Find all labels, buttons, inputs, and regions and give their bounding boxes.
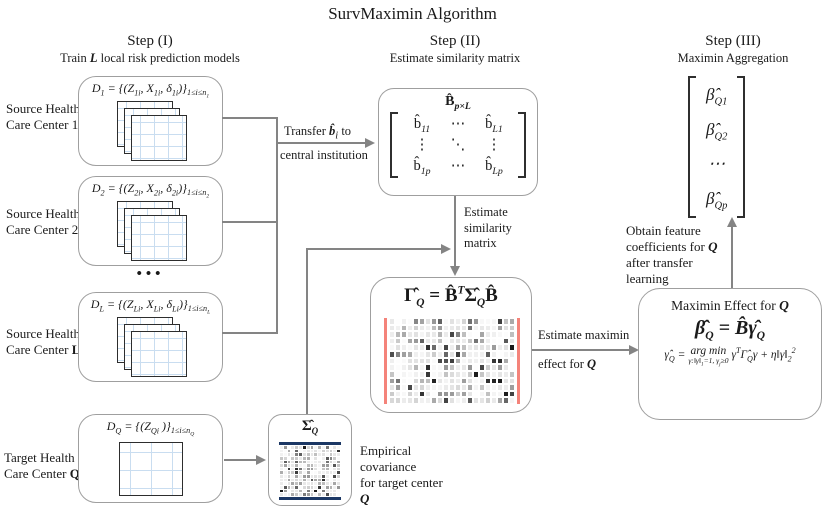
- arrowhead-icon: [727, 217, 737, 227]
- step3-title: Step (III): [705, 33, 761, 49]
- connector-line: [276, 142, 366, 144]
- argmin-rhs: γTΓ̂Qγ + η‖γ‖22: [731, 346, 796, 364]
- arrowhead-icon: [629, 345, 639, 355]
- connector-line: [454, 196, 456, 267]
- data-sheet-stack: [117, 317, 193, 381]
- step1-title: Step (I): [127, 33, 173, 49]
- gamma-heatmap-frame: [384, 318, 520, 404]
- source-box-2: D2 = {(Z2i, X2i, δ2i)}1≤i≤n2: [78, 176, 223, 266]
- arrowhead-icon: [450, 266, 460, 276]
- connector-line: [532, 349, 630, 351]
- step2-title: Step (II): [429, 33, 481, 49]
- step2-header: Step (II) Estimate similarity matrix: [335, 33, 575, 66]
- transfer-label-1: Transfer b̂i to: [284, 124, 352, 142]
- connector-line: [276, 117, 278, 334]
- data-sheet: [131, 215, 187, 261]
- arrowhead-icon: [256, 455, 266, 465]
- argmin-lhs: γ̂Q =: [664, 349, 686, 364]
- arrowhead-icon: [365, 138, 375, 148]
- argmin-equation: γ̂Q = arg min γ:‖γ‖1=1, γj≥0 γTΓ̂Qγ + η‖…: [639, 345, 821, 368]
- step1-subtitle: Train L local risk prediction models: [60, 51, 240, 65]
- transfer-label-2: central institution: [280, 148, 368, 162]
- connector-line: [222, 117, 278, 119]
- connector-line: [224, 459, 257, 461]
- connector-line: [731, 227, 733, 288]
- sigma-heatmap-frame: [279, 442, 341, 500]
- navy-accent-bar: [279, 442, 341, 445]
- connector-line: [306, 248, 308, 414]
- step3-subtitle: Maximin Aggregation: [677, 51, 789, 65]
- estimate-maximin-label-1: Estimate maximin: [538, 328, 630, 342]
- sigma-heatmap: [280, 446, 340, 496]
- data-sheet: [131, 115, 187, 161]
- data-sheet: [131, 331, 187, 377]
- step2-subtitle: Estimate similarity matrix: [389, 51, 521, 65]
- source-box-L: DL = {(ZLi, XLi, δLi)}1≤i≤nL: [78, 292, 223, 382]
- bracket-left: [688, 76, 696, 218]
- target-box: DQ = {(ZQi )}1≤i≤nQ: [78, 414, 223, 503]
- red-accent-bar: [384, 318, 387, 404]
- maximin-equation: β̂Q = B̂γ̂Q: [694, 317, 766, 342]
- sigma-label: Σ̂Q: [301, 418, 319, 436]
- source-box-1: D1 = {(Z1i, X1i, δ1i)}1≤i≤n1: [78, 76, 223, 166]
- gamma-heatmap: [390, 319, 514, 403]
- bracket-right: [518, 112, 526, 178]
- b-matrix-entries: b̂11⋯b̂L1⋮⋱⋮b̂1p⋯b̂Lp: [413, 115, 503, 177]
- dataset-formula-1: D1 = {(Z1i, X1i, δ1i)}1≤i≤n1: [91, 81, 210, 101]
- estimate-maximin-label-2: effect for Q: [538, 357, 597, 371]
- connector-line: [222, 332, 278, 334]
- navy-accent-bar: [279, 497, 341, 500]
- dataset-formula-2: D2 = {(Z2i, X2i, δ2i)}1≤i≤n2: [91, 181, 210, 201]
- dataset-formula-L: DL = {(ZLi, XLi, δLi)}1≤i≤nL: [90, 297, 211, 317]
- arrowhead-icon: [441, 244, 451, 254]
- step3-header: Step (III) Maximin Aggregation: [613, 33, 825, 66]
- sigma-box: Σ̂Q: [268, 414, 352, 506]
- maximin-box: Maximin Effect for Q β̂Q = B̂γ̂Q γ̂Q = a…: [638, 288, 822, 420]
- data-sheet-stack: [117, 101, 193, 165]
- maximin-title: Maximin Effect for Q: [671, 298, 789, 313]
- gamma-box: Γ̂Q = B̂TΣ̂QB̂: [370, 277, 532, 413]
- b-matrix-header: B̂p×L: [445, 94, 471, 112]
- bracket-right: [737, 76, 746, 218]
- target-dataset-formula: DQ = {(ZQi )}1≤i≤nQ: [106, 419, 195, 439]
- ellipsis-dots: •••: [136, 266, 165, 282]
- b-matrix: b̂11⋯b̂L1⋮⋱⋮b̂1p⋯b̂Lp: [379, 112, 537, 178]
- diagram-title: SurvMaximin Algorithm: [328, 4, 497, 23]
- b-matrix-box: B̂p×L b̂11⋯b̂L1⋮⋱⋮b̂1p⋯b̂Lp: [378, 88, 538, 196]
- data-sheet: [119, 442, 183, 496]
- connector-line: [306, 248, 442, 250]
- bracket-left: [390, 112, 398, 178]
- step1-header: Step (I) Train L local risk prediction m…: [30, 33, 270, 66]
- argmin-operator: arg min γ:‖γ‖1=1, γj≥0: [688, 345, 729, 368]
- gamma-equation: Γ̂Q = B̂TΣ̂QB̂: [404, 284, 498, 309]
- red-accent-bar: [517, 318, 520, 404]
- data-sheet-stack: [117, 201, 193, 265]
- connector-line: [222, 221, 278, 223]
